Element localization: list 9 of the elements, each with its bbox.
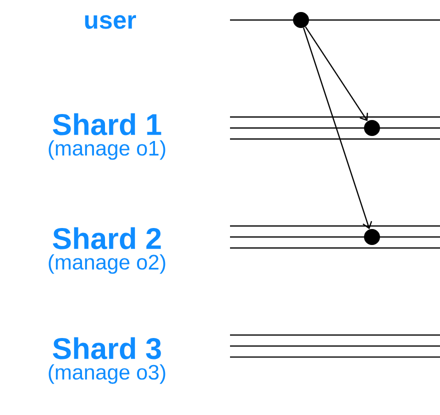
event-dot (364, 120, 380, 136)
event-dot (364, 229, 380, 245)
arrow (302, 28, 372, 230)
lane-label: Shard 1 (manage o1) (48, 113, 166, 160)
lane-label: Shard 2 (manage o2) (48, 227, 166, 274)
arrow (305, 26, 368, 122)
lane-label: Shard 3 (manage o3) (48, 337, 166, 384)
event-dot (293, 12, 309, 28)
lane-label: user (85, 15, 136, 29)
